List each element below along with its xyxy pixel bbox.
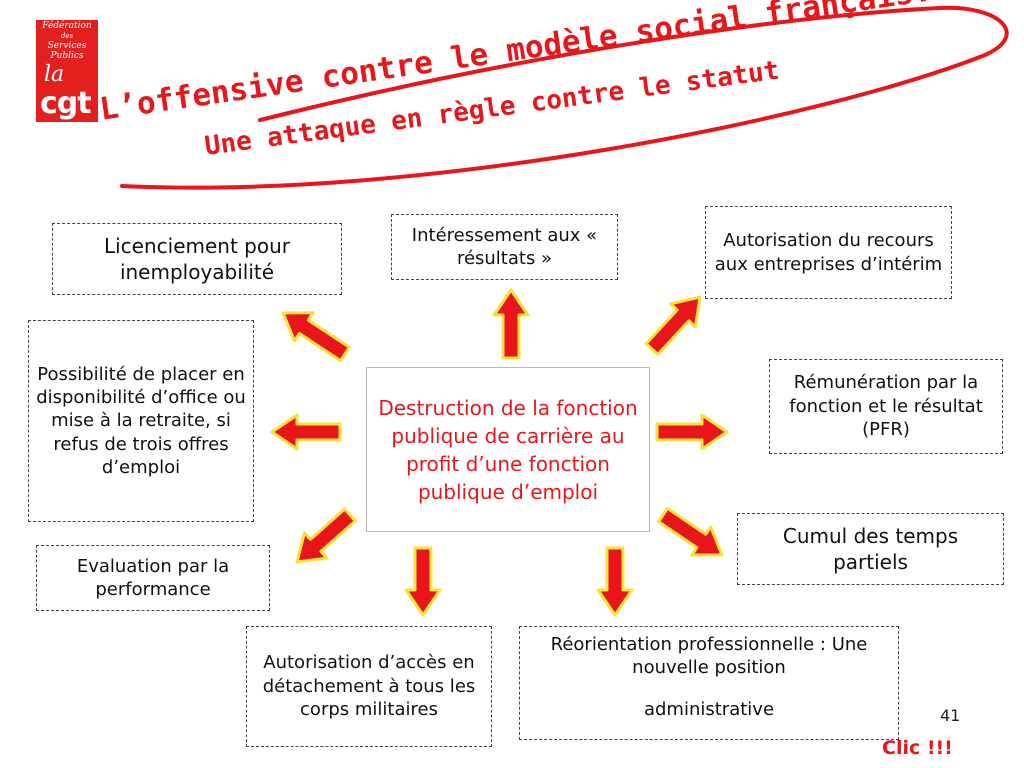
logo-line-2: des bbox=[60, 31, 74, 40]
box-interessement: Intéressement aux « résultats » bbox=[391, 214, 618, 280]
box-detachement-text: Autorisation d’accès en détachement à to… bbox=[262, 652, 476, 721]
arrow-down-right bbox=[657, 506, 724, 557]
arrow-up bbox=[492, 288, 530, 360]
box-licenciement: Licenciement pour inemployabilité bbox=[52, 223, 342, 295]
box-disponibilite-text: Possibilité de placer en disponibilité d… bbox=[36, 363, 246, 479]
box-evaluation: Evaluation par la performance bbox=[36, 545, 270, 611]
arrow-up-left bbox=[281, 311, 351, 363]
center-box-text: Destruction de la fonction publique de c… bbox=[378, 395, 638, 504]
arrow-down-left bbox=[295, 507, 357, 564]
arrow-down-1 bbox=[404, 546, 442, 617]
box-cumul-text: Cumul des temps partiels bbox=[782, 524, 959, 574]
logo-cgt: cgt bbox=[40, 86, 92, 121]
box-reorientation-text-1: Réorientation professionnelle : Une nouv… bbox=[550, 634, 868, 679]
arrow-left bbox=[270, 413, 342, 451]
box-detachement: Autorisation d’accès en détachement à to… bbox=[246, 626, 492, 747]
slide-number: 41 bbox=[940, 706, 961, 725]
box-interim: Autorisation du recours aux entreprises … bbox=[705, 206, 952, 299]
arrow-up-right bbox=[644, 295, 702, 356]
arrow-right bbox=[655, 413, 729, 451]
box-disponibilite: Possibilité de placer en disponibilité d… bbox=[28, 320, 254, 522]
box-cumul: Cumul des temps partiels bbox=[737, 513, 1004, 585]
clic-link[interactable]: Clic !!! bbox=[882, 737, 953, 759]
box-licenciement-text: Licenciement pour inemployabilité bbox=[103, 234, 291, 284]
box-reorientation: Réorientation professionnelle : Une nouv… bbox=[519, 626, 899, 740]
box-reorientation-text-2: administrative bbox=[643, 698, 775, 720]
title-swoosh bbox=[120, 5, 1009, 190]
box-evaluation-text: Evaluation par la performance bbox=[76, 555, 230, 600]
center-box: Destruction de la fonction publique de c… bbox=[366, 367, 650, 532]
logo-line-3: Services Publics bbox=[47, 40, 87, 61]
logo-la: la bbox=[44, 62, 65, 87]
cgt-logo: Fédération des Services Publics la cgt bbox=[36, 20, 98, 122]
box-remuneration-text: Rémunération par la fonction et le résul… bbox=[789, 372, 983, 441]
box-interim-text: Autorisation du recours aux entreprises … bbox=[714, 230, 943, 275]
box-interessement-text: Intéressement aux « résultats » bbox=[411, 224, 598, 269]
arrow-down-2 bbox=[596, 546, 634, 617]
logo-federation-text: Fédération des Services Publics bbox=[36, 21, 98, 62]
logo-line-1: Fédération bbox=[42, 21, 92, 31]
box-remuneration: Rémunération par la fonction et le résul… bbox=[769, 359, 1003, 454]
